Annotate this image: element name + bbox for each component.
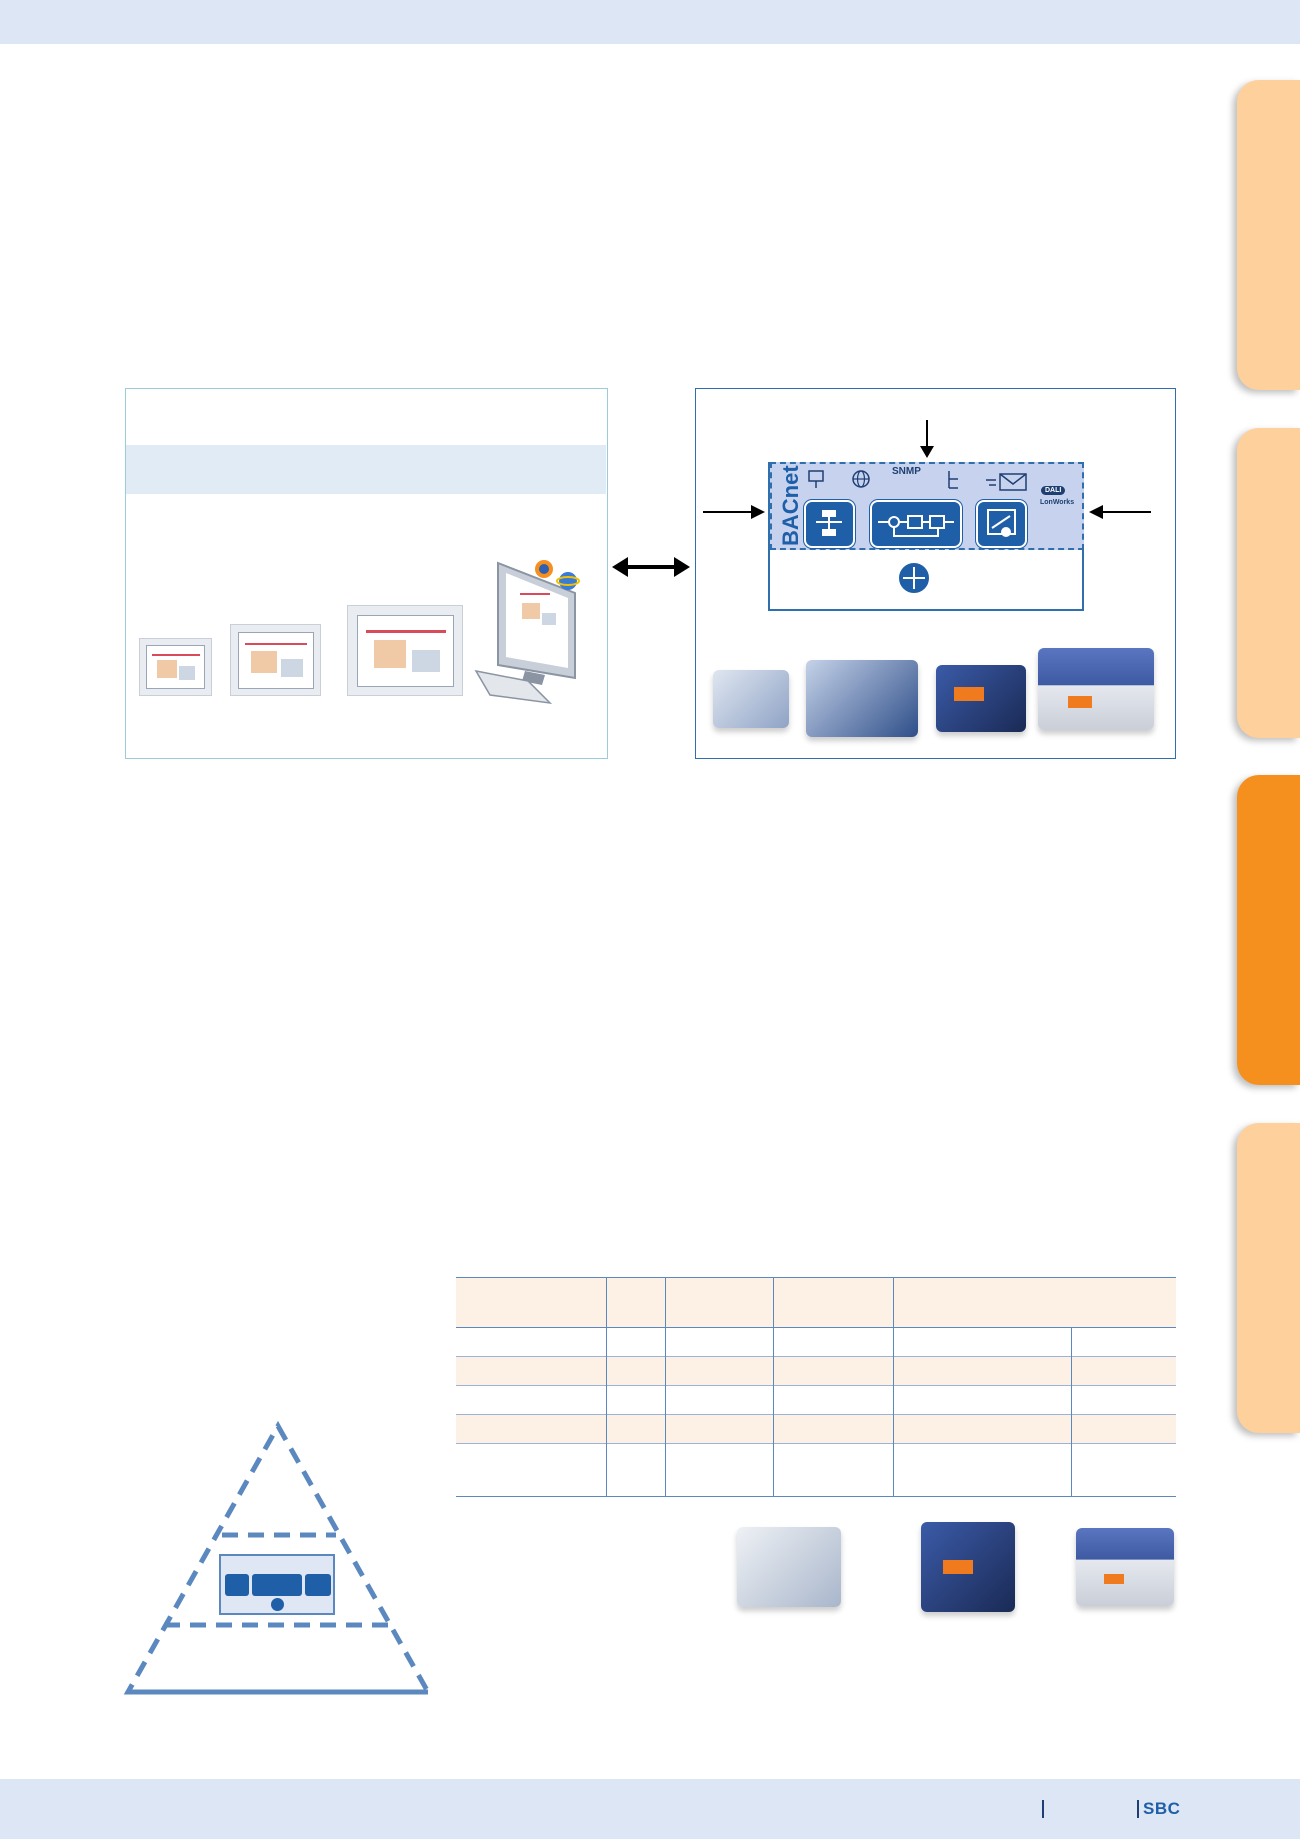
- specification-table: [456, 1277, 1176, 1497]
- globe-icon: [852, 470, 870, 488]
- table-cell: [456, 1356, 607, 1386]
- table-cell: [1071, 1414, 1176, 1444]
- table-cell: [773, 1356, 894, 1386]
- footer-separator: [1042, 1800, 1044, 1818]
- lonworks-label: LonWorks: [1040, 499, 1075, 506]
- table-cell: [773, 1414, 894, 1444]
- table-cell: [1071, 1328, 1176, 1357]
- side-tab[interactable]: [1237, 1123, 1300, 1433]
- table-cell: [893, 1385, 1072, 1415]
- arrow-down-icon: [920, 420, 934, 458]
- table-cell: [665, 1277, 774, 1328]
- screen-thumbnail: [230, 624, 321, 696]
- controller-device-image: [1038, 648, 1154, 730]
- side-tab[interactable]: [1237, 428, 1300, 738]
- table-cell: [1071, 1386, 1176, 1415]
- table-cell: [456, 1327, 607, 1357]
- table-cell: [893, 1327, 1072, 1357]
- table-row: [456, 1443, 1176, 1497]
- panel-stripe: [126, 445, 606, 494]
- computer-monitor-icon: [474, 560, 580, 705]
- table-row: [456, 1414, 1176, 1444]
- table-cell: [606, 1277, 666, 1328]
- table-cell: [773, 1443, 894, 1497]
- table-cell: [1071, 1356, 1176, 1386]
- header-band: [0, 0, 1300, 44]
- table-cell: [893, 1277, 1176, 1328]
- footer-brand: SBC: [1143, 1799, 1181, 1818]
- screen-thumbnail: [139, 638, 212, 696]
- table-cell: [773, 1327, 894, 1357]
- table-cell: [456, 1414, 607, 1444]
- table-cell: [665, 1385, 774, 1415]
- email-icon: [986, 473, 1027, 491]
- control-loop-tile-icon: [870, 500, 962, 548]
- arrow-left-icon: [1089, 505, 1151, 519]
- controller-device-image: [936, 665, 1026, 732]
- side-tab-active[interactable]: [1237, 775, 1300, 1085]
- controller-device-image: [806, 660, 918, 737]
- bacnet-label: BACnet: [778, 465, 803, 546]
- table-row: [456, 1327, 1176, 1357]
- table-cell: [665, 1327, 774, 1357]
- table-cell: [893, 1356, 1072, 1386]
- pyramid-controller-icon: [219, 1554, 335, 1615]
- table-cell: [606, 1443, 666, 1497]
- network-icon: [808, 470, 824, 488]
- dali-badge: DALI: [1041, 486, 1066, 495]
- table-header-row: [456, 1277, 1176, 1328]
- table-cell: [773, 1277, 894, 1328]
- screen-thumbnail: [347, 605, 463, 696]
- table-cell: [606, 1385, 666, 1415]
- bidirectional-arrow-icon: [612, 557, 690, 577]
- table-cell: [606, 1414, 666, 1444]
- table-cell: [665, 1443, 774, 1497]
- automation-pyramid-diagram: [123, 1420, 433, 1695]
- product-device-image: [1076, 1528, 1174, 1606]
- table-cell: [456, 1443, 607, 1497]
- table-row: [456, 1385, 1176, 1415]
- table-cell: [665, 1356, 774, 1386]
- table-cell: [893, 1414, 1072, 1444]
- product-device-image: [737, 1527, 841, 1607]
- footer-separator: [1137, 1800, 1139, 1818]
- snmp-label: SNMP: [892, 466, 921, 477]
- table-cell: [456, 1385, 607, 1415]
- touch-screen-tile-icon: [976, 500, 1027, 548]
- table-cell: [893, 1443, 1072, 1497]
- table-cell: [606, 1356, 666, 1386]
- table-cell: [773, 1385, 894, 1415]
- bus-connector-icon: [897, 561, 931, 595]
- controller-device-image: [713, 670, 789, 728]
- footer-band: [0, 1779, 1300, 1839]
- side-tab[interactable]: [1237, 80, 1300, 390]
- tree-icon: [948, 471, 958, 489]
- product-device-image: [921, 1522, 1015, 1612]
- flowchart-tile-icon: [804, 500, 855, 548]
- table-cell: [1071, 1444, 1176, 1497]
- arrow-right-icon: [703, 505, 765, 519]
- table-cell: [665, 1414, 774, 1444]
- table-row: [456, 1356, 1176, 1386]
- table-cell: [606, 1327, 666, 1357]
- table-cell: [456, 1277, 607, 1328]
